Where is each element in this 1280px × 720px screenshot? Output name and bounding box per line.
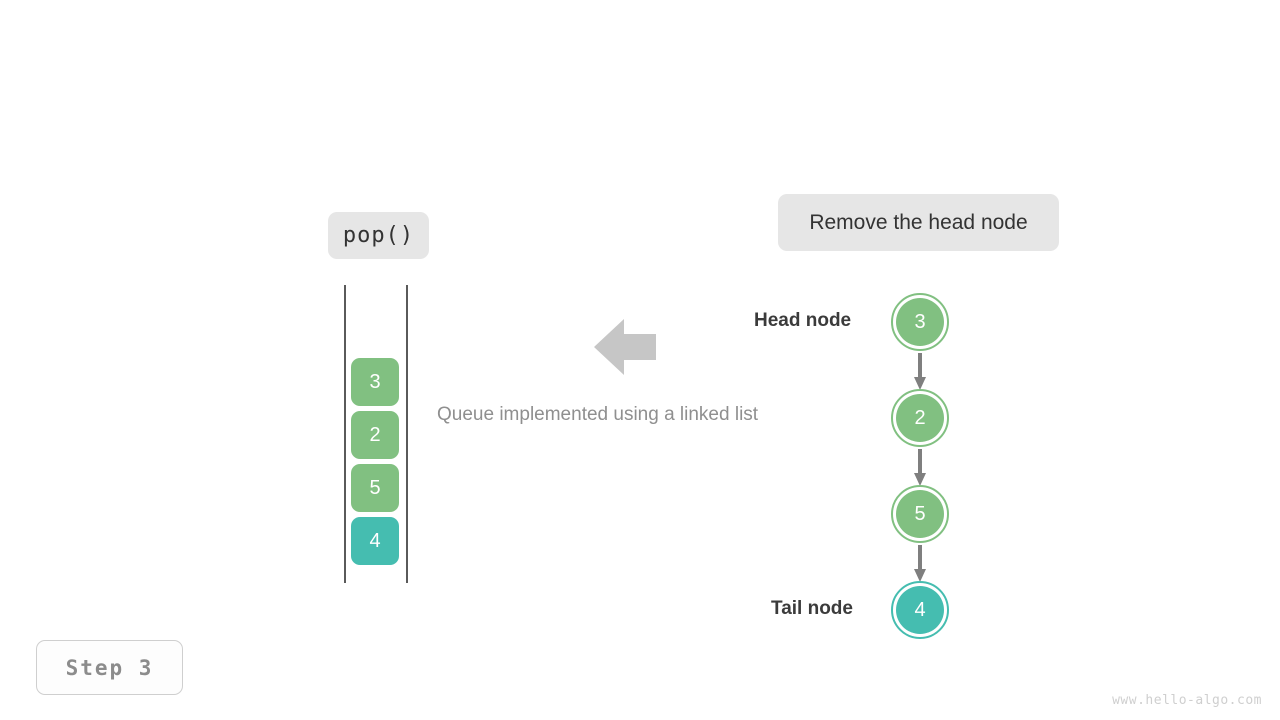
queue-container xyxy=(344,285,408,583)
linked-list: 3 2 5 4 xyxy=(880,285,960,645)
list-node-circle: 2 xyxy=(896,394,944,442)
queue-rail-left xyxy=(344,285,346,583)
queue-cell: 3 xyxy=(351,358,399,406)
arrow-down-icon xyxy=(914,449,926,486)
list-node-circle: 4 xyxy=(896,586,944,634)
operation-description-label: Remove the head node xyxy=(809,210,1028,234)
list-node-value: 3 xyxy=(914,310,926,333)
queue-cell: 5 xyxy=(351,464,399,512)
queue-cell-value: 4 xyxy=(369,529,381,552)
watermark: www.hello-algo.com xyxy=(1112,693,1262,708)
arrow-down-icon xyxy=(914,353,926,390)
queue-cell: 4 xyxy=(351,517,399,565)
list-node: 3 xyxy=(891,293,949,351)
list-node: 5 xyxy=(891,485,949,543)
list-node-circle: 3 xyxy=(896,298,944,346)
list-node-value: 2 xyxy=(914,406,926,429)
step-badge-label: Step 3 xyxy=(65,655,154,680)
operation-call-chip: pop() xyxy=(328,212,429,259)
arrow-left-icon xyxy=(594,319,656,375)
queue-rail-right xyxy=(406,285,408,583)
queue-cell-value: 3 xyxy=(369,370,381,393)
list-node-value: 5 xyxy=(914,502,926,525)
tail-node-label: Tail node xyxy=(771,598,853,619)
list-node-circle: 5 xyxy=(896,490,944,538)
queue-cell: 2 xyxy=(351,411,399,459)
step-badge: Step 3 xyxy=(36,640,183,695)
list-node: 4 xyxy=(891,581,949,639)
list-node-value: 4 xyxy=(914,598,926,621)
queue-cell-list: 3 2 5 4 xyxy=(351,358,399,565)
operation-description-chip: Remove the head node xyxy=(778,194,1059,251)
diagram-caption: Queue implemented using a linked list xyxy=(437,404,759,425)
head-node-label: Head node xyxy=(754,310,852,331)
queue-cell-value: 5 xyxy=(369,476,381,499)
queue-cell-value: 2 xyxy=(369,423,381,446)
operation-call-label: pop() xyxy=(342,223,415,248)
arrow-down-icon xyxy=(914,545,926,582)
list-node: 2 xyxy=(891,389,949,447)
